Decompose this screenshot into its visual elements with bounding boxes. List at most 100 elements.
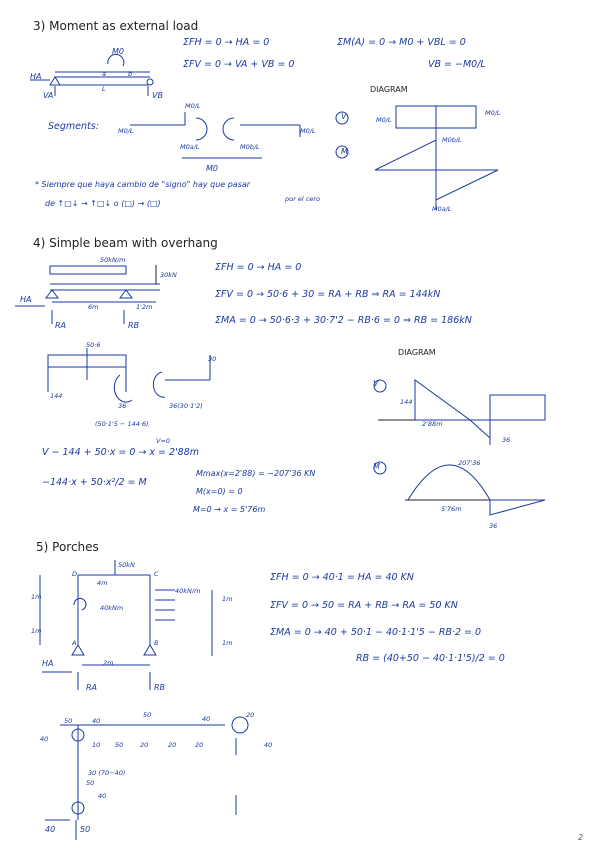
s4-m-equation: −144·x + 50·x²/2 = M bbox=[42, 477, 147, 488]
s4-load-label: 50kN/m bbox=[100, 256, 126, 264]
s4-seg-3630: 36(30·1'2) bbox=[169, 402, 203, 410]
s4-segments-diagram bbox=[47, 348, 211, 403]
s5-n-40c: 40 bbox=[202, 715, 211, 723]
s3-diagram-title: DIAGRAM bbox=[370, 85, 408, 94]
s4-v-equation: V − 144 + 50·x = 0 → x = 2'88m bbox=[42, 447, 200, 458]
s5-n-20b: 20 bbox=[168, 741, 177, 749]
s3-seg-m0la: M0a/L bbox=[180, 143, 200, 151]
s5-n-50e: 50 bbox=[80, 825, 91, 834]
s5-n-50d: 50 bbox=[86, 779, 95, 787]
s5-load50: 50kN bbox=[118, 561, 135, 569]
s3-seg-m0lb: M0b/L bbox=[240, 143, 260, 151]
s3-m0-label: M0 bbox=[112, 47, 124, 56]
s4-over-label: 1'2m bbox=[136, 303, 153, 311]
s5-d1m-top: 1m bbox=[31, 593, 42, 601]
s3-vb: VB = −M0/L bbox=[428, 59, 486, 70]
s5-label-d: D bbox=[72, 570, 78, 578]
s4-ha-label: HA bbox=[20, 295, 32, 304]
s4-diag-20736: 207'36 bbox=[458, 459, 481, 467]
s3-segments-label: Segments: bbox=[48, 121, 99, 132]
s4-seg-506: 50·6 bbox=[86, 341, 101, 349]
s4-vzero: V=0 bbox=[156, 437, 171, 445]
s5-d1m-right2: 1m bbox=[222, 639, 233, 647]
s4-diag-576: 5'76m bbox=[441, 505, 462, 513]
s5-n-40e: 40 bbox=[98, 792, 107, 800]
s3-note-line1: * Siempre que haya cambio de "signo" hay… bbox=[35, 180, 251, 189]
s5-ra-label: RA bbox=[86, 683, 98, 692]
s4-seg-144: 144 bbox=[50, 392, 63, 400]
s3-v-label: V bbox=[341, 112, 347, 121]
s5-eq-v: ΣFV = 0 → 50 = RA + RB → RA = 50 KN bbox=[270, 600, 458, 611]
s5-node-sketch bbox=[45, 716, 249, 840]
s4-rb-label: RB bbox=[128, 321, 140, 330]
s5-n-40f: 40 bbox=[45, 825, 56, 834]
s4-seg-36: 36 bbox=[118, 402, 127, 410]
s3-note-line2: de ↑□↓ → ↑□↓ o (□) → (□) bbox=[45, 199, 161, 208]
s5-n-20a: 20 bbox=[140, 741, 149, 749]
s3-b-label: b bbox=[128, 70, 133, 78]
s3-seg-m0l-left: M0/L bbox=[118, 127, 134, 135]
s5-n-20d: 20 bbox=[246, 711, 255, 719]
s5-n-40b: 40 bbox=[92, 717, 101, 725]
s5-rb: RB = (40+50 − 40·1·1'5)/2 = 0 bbox=[356, 653, 505, 664]
s5-n-40d: 40 bbox=[264, 741, 273, 749]
s5-n-50c: 50 bbox=[143, 711, 152, 719]
s4-m0: M=0 → x = 5'76m bbox=[193, 505, 266, 514]
s3-note-line3: por el cero bbox=[285, 195, 320, 203]
s5-label-a: A bbox=[72, 639, 77, 647]
s4-diag-186: 36 bbox=[502, 436, 511, 444]
s5-d1m-right: 1m bbox=[222, 595, 233, 603]
s5-load40: 40kN/m bbox=[175, 587, 201, 595]
section-3-heading: 3) Moment as external load bbox=[33, 19, 199, 33]
s5-d4: 4m bbox=[97, 579, 108, 587]
s4-diag-36: 36 bbox=[489, 522, 498, 530]
s5-n-40a: 40 bbox=[40, 735, 49, 743]
section-4-heading: 4) Simple beam with overhang bbox=[33, 236, 218, 250]
s5-n-10: 10 bbox=[92, 741, 101, 749]
s4-v-label: V bbox=[373, 379, 379, 388]
s4-m-label: M bbox=[373, 462, 380, 471]
s4-seg-30: 30 bbox=[208, 355, 217, 363]
s4-mmax: Mmax(x=2'88) = −207'36 KN bbox=[196, 469, 316, 478]
s3-vb-label: VB bbox=[152, 91, 163, 100]
s4-point-label: 30kN bbox=[160, 271, 177, 279]
s5-n-20c: 20 bbox=[195, 741, 204, 749]
s5-eq-m: ΣMA = 0 → 40 + 50·1 − 40·1·1'5 − RB·2 = … bbox=[270, 627, 482, 638]
s3-ha-label: HA bbox=[30, 72, 42, 81]
s5-d1m-bot: 1m bbox=[31, 627, 42, 635]
s4-diagram-title: DIAGRAM bbox=[398, 348, 436, 357]
s4-beam-diagram bbox=[15, 265, 160, 324]
s5-eq-h: ΣFH = 0 → 40·1 = HA = 40 KN bbox=[270, 572, 414, 583]
s3-seg-m0l-top: M0/L bbox=[185, 102, 201, 110]
s5-ha-label: HA bbox=[42, 659, 54, 668]
s4-span-label: 6m bbox=[88, 303, 99, 311]
s3-diag-m0l-right: M0/L bbox=[485, 109, 501, 117]
s5-label-c: C bbox=[154, 570, 159, 578]
s3-a-label: a bbox=[102, 70, 106, 78]
s4-seg-50: (50·1'5 − 144·6) bbox=[95, 420, 149, 428]
s3-seg-m0: M0 bbox=[206, 164, 218, 173]
s4-ra-label: RA bbox=[55, 321, 67, 330]
s5-label-b: B bbox=[154, 639, 159, 647]
s5-mom40: 40kNm bbox=[100, 604, 124, 612]
s3-diag-m0l-left: M0/L bbox=[376, 116, 392, 124]
s5-n-3040: 30 (70−40) bbox=[88, 769, 126, 777]
s5-n-50b: 50 bbox=[115, 741, 124, 749]
s5-n-50a: 50 bbox=[64, 717, 73, 725]
s3-eq-h: ΣFH = 0 → HA = 0 bbox=[183, 37, 270, 48]
s3-seg-m0l: M0/L bbox=[300, 127, 316, 135]
s3-diag-m0lb: M0b/L bbox=[442, 136, 462, 144]
s3-eq-v: ΣFV = 0 → VA + VB = 0 bbox=[183, 59, 295, 70]
s3-diag-m0la: M0a/L bbox=[432, 205, 452, 213]
s4-eq-v: ΣFV = 0 → 50·6 + 30 = RA + RB ⇒ RA = 144… bbox=[215, 289, 441, 300]
s4-mx0: M(x=0) = 0 bbox=[196, 487, 243, 496]
s3-vm-diagrams bbox=[335, 105, 499, 210]
s3-beam-diagram bbox=[30, 53, 154, 96]
s5-d2: 2m bbox=[103, 659, 114, 667]
s3-l-label: L bbox=[102, 85, 106, 93]
s4-diag-144: 144 bbox=[400, 398, 413, 406]
page-number: 2 bbox=[578, 833, 584, 842]
s3-segments-diagram bbox=[130, 112, 301, 159]
section-5-heading: 5) Porches bbox=[36, 540, 99, 554]
